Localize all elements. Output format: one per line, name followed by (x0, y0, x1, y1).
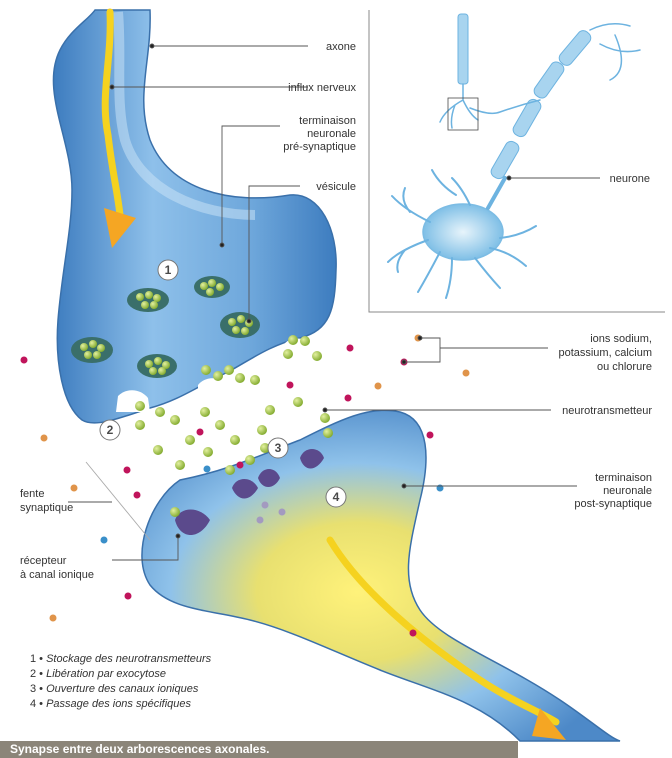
label-recepteur-1: récepteur (20, 555, 67, 567)
label-post-2: neuronale (603, 485, 652, 497)
label-ions-1: ions sodium, (590, 333, 652, 345)
svg-text:2: 2 (107, 423, 114, 437)
figure-caption: Synapse entre deux arborescences axonale… (0, 741, 518, 758)
label-influx: influx nerveux (288, 82, 356, 94)
postsynaptic-terminal (142, 410, 620, 741)
label-recepteur-2: à canal ionique (20, 569, 94, 581)
step-legend: 1 • Stockage des neurotransmetteurs 2 • … (30, 652, 211, 712)
legend-item-2: 2 • Libération par exocytose (30, 667, 211, 682)
legend-item-4: 4 • Passage des ions spécifiques (30, 697, 211, 712)
label-neurotransmetteur: neurotransmetteur (562, 405, 652, 417)
svg-text:3: 3 (275, 441, 282, 455)
label-pre-2: neuronale (307, 128, 356, 140)
neuron-inset (369, 10, 665, 312)
label-axone: axone (326, 41, 356, 53)
label-fente-1: fente (20, 488, 44, 500)
step-1-marker: 1 (158, 260, 178, 280)
vesicle (137, 354, 177, 378)
svg-text:1: 1 (165, 263, 172, 277)
label-pre-3: pré-synaptique (283, 141, 356, 153)
label-vesicule: vésicule (316, 181, 356, 193)
vesicle (220, 312, 260, 338)
label-neurone: neurone (610, 173, 650, 185)
label-post-3: post-synaptique (574, 498, 652, 510)
legend-item-3: 3 • Ouverture des canaux ioniques (30, 682, 211, 697)
step-4-marker: 4 (326, 487, 346, 507)
svg-text:4: 4 (333, 490, 340, 504)
vesicle (127, 288, 169, 312)
label-pre-1: terminaison (299, 115, 356, 127)
vesicle (71, 337, 113, 363)
vesicle (194, 276, 230, 298)
step-3-marker: 3 (268, 438, 288, 458)
neuron-soma (423, 204, 503, 260)
legend-item-1: 1 • Stockage des neurotransmetteurs (30, 652, 211, 667)
label-post-1: terminaison (595, 472, 652, 484)
label-ions-2: potassium, calcium (558, 347, 652, 359)
neuron-illustration (388, 14, 640, 298)
label-ions-3: ou chlorure (597, 361, 652, 373)
step-2-marker: 2 (100, 420, 120, 440)
label-fente-2: synaptique (20, 502, 73, 514)
